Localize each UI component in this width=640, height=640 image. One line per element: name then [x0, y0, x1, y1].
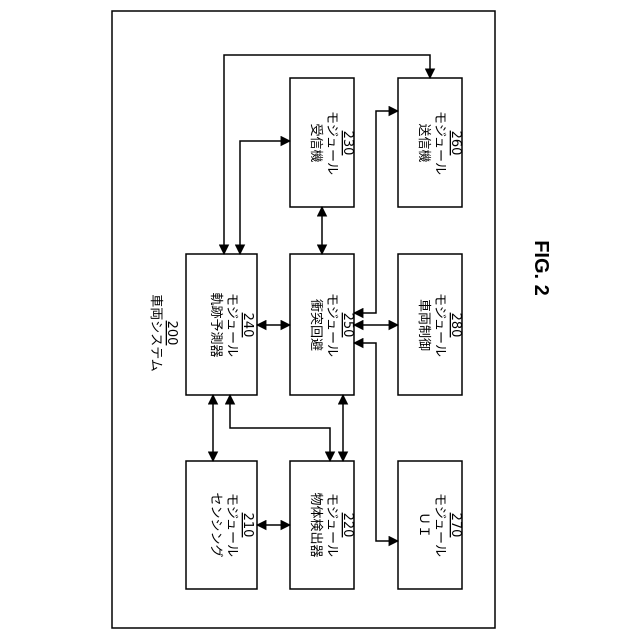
- module-object-line2: モジュール: [324, 493, 339, 557]
- module-vehicle-line2: モジュール: [432, 293, 447, 357]
- module-trajectory-line1: 軌跡予測器: [208, 292, 224, 357]
- figure-label: FIG. 2: [530, 240, 552, 296]
- module-trajectory-predictor: 軌跡予測器 モジュール 240: [186, 254, 257, 395]
- figure-label-group: FIG. 2: [530, 240, 552, 296]
- module-receiver: 受信機 モジュール 230: [290, 78, 355, 207]
- module-ui-number: 270: [448, 513, 463, 538]
- module-sensing-line1: センシング: [208, 492, 223, 557]
- module-ui-line1: ＵＩ: [416, 512, 431, 538]
- module-trajectory-line2: モジュール: [224, 293, 239, 357]
- module-vehicle-line1: 車両制御: [416, 299, 431, 351]
- module-sensing-line2: モジュール: [224, 493, 239, 557]
- system-label-group: 車両システム 200: [148, 294, 179, 372]
- module-trajectory-number: 240: [240, 313, 255, 338]
- system-label: 車両システム: [148, 294, 163, 372]
- module-sensing: センシング モジュール 210: [186, 461, 257, 589]
- arrow-trajectory-receiver: [240, 141, 290, 254]
- module-transmitter-line2: モジュール: [432, 111, 447, 175]
- module-vehicle-control: 車両制御 モジュール 280: [398, 254, 463, 395]
- module-collision-number: 250: [340, 313, 355, 338]
- module-object-detector: 物体検出器 モジュール 220: [290, 461, 355, 589]
- arrow-collision-ui: [354, 343, 398, 541]
- module-collision-line2: モジュール: [324, 293, 339, 357]
- module-vehicle-number: 280: [448, 313, 463, 338]
- module-sensing-number: 210: [240, 513, 255, 538]
- system-number: 200: [164, 321, 179, 346]
- module-transmitter-number: 260: [448, 131, 463, 156]
- module-receiver-line2: モジュール: [324, 111, 339, 175]
- arrow-collision-transmitter: [354, 111, 398, 313]
- module-transmitter-line1: 送信機: [416, 123, 431, 162]
- module-ui: ＵＩ モジュール 270: [398, 461, 463, 589]
- module-collision-avoidance: 衝突回避 モジュール 250: [290, 254, 355, 395]
- module-object-number: 220: [340, 513, 355, 538]
- module-object-line1: 物体検出器: [308, 492, 323, 557]
- module-collision-line1: 衝突回避: [308, 299, 324, 351]
- module-receiver-number: 230: [340, 131, 355, 156]
- arrow-trajectory-object: [230, 395, 330, 461]
- module-receiver-line1: 受信機: [308, 123, 323, 162]
- module-transmitter: 送信機 モジュール 260: [398, 78, 463, 207]
- module-ui-line2: モジュール: [432, 493, 447, 557]
